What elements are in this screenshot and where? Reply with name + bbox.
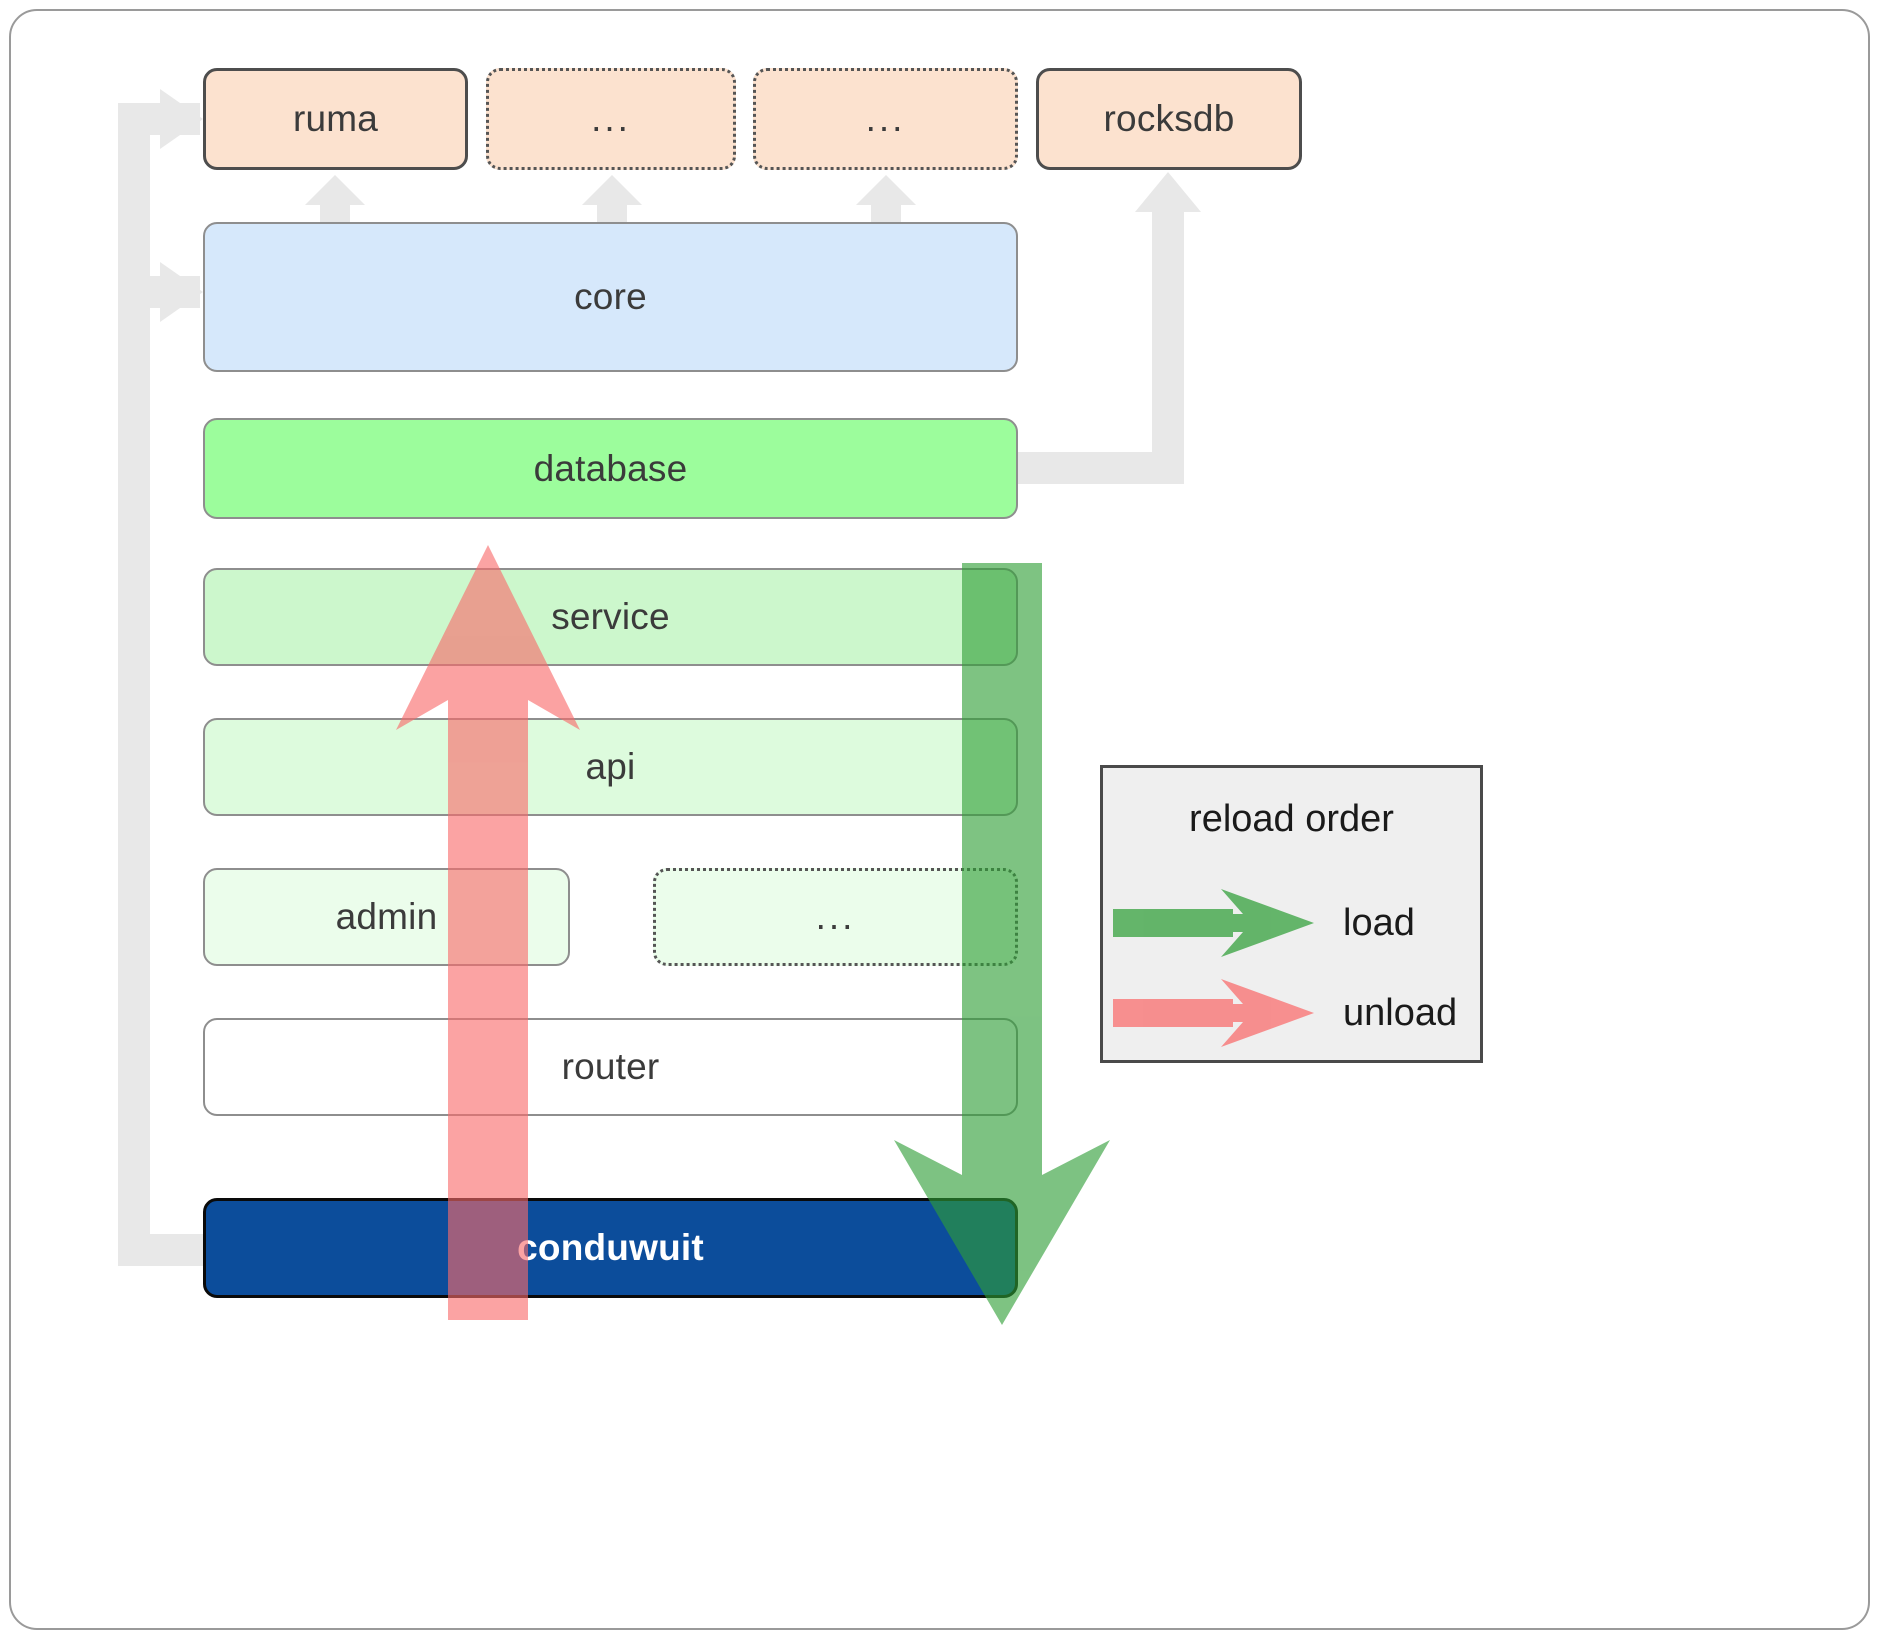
dependency-box-more-1[interactable]: ...: [486, 68, 736, 170]
crate-label: database: [533, 447, 688, 489]
dependency-label: ruma: [292, 98, 379, 139]
crate-box-database[interactable]: database: [203, 418, 1018, 519]
crate-box-admin[interactable]: admin: [203, 868, 570, 966]
dependency-label: ...: [865, 97, 906, 139]
crate-label: router: [561, 1046, 660, 1087]
legend-label-load: load: [1343, 901, 1415, 944]
legend-label-unload: unload: [1343, 991, 1458, 1034]
binary-label: conduwuit: [517, 1227, 704, 1268]
crate-label: api: [585, 746, 636, 787]
legend-panel: reload order load unload: [1100, 765, 1483, 1063]
dependency-label: ...: [591, 97, 631, 139]
crate-label: admin: [335, 896, 438, 937]
dependency-box-rocksdb[interactable]: rocksdb: [1036, 68, 1302, 170]
load-arrow-icon: [1113, 889, 1314, 957]
crate-box-core[interactable]: core: [203, 222, 1018, 372]
crate-label: core: [574, 276, 647, 317]
legend-title: reload order: [1189, 798, 1394, 840]
dependency-box-ruma[interactable]: ruma: [203, 68, 468, 170]
crate-label: ...: [815, 895, 856, 937]
crate-box-router[interactable]: router: [203, 1018, 1018, 1116]
dependency-box-more-2[interactable]: ...: [753, 68, 1018, 170]
binary-box-conduwuit[interactable]: conduwuit: [203, 1198, 1018, 1298]
legend-entry-unload: unload: [1103, 973, 1480, 1053]
legend-entry-load: load: [1103, 883, 1480, 963]
crate-box-more[interactable]: ...: [653, 868, 1018, 966]
crate-label: service: [551, 596, 670, 637]
unload-arrow-icon: [1113, 979, 1314, 1047]
dependency-label: rocksdb: [1103, 98, 1235, 139]
crate-box-api[interactable]: api: [203, 718, 1018, 816]
crate-box-service[interactable]: service: [203, 568, 1018, 666]
